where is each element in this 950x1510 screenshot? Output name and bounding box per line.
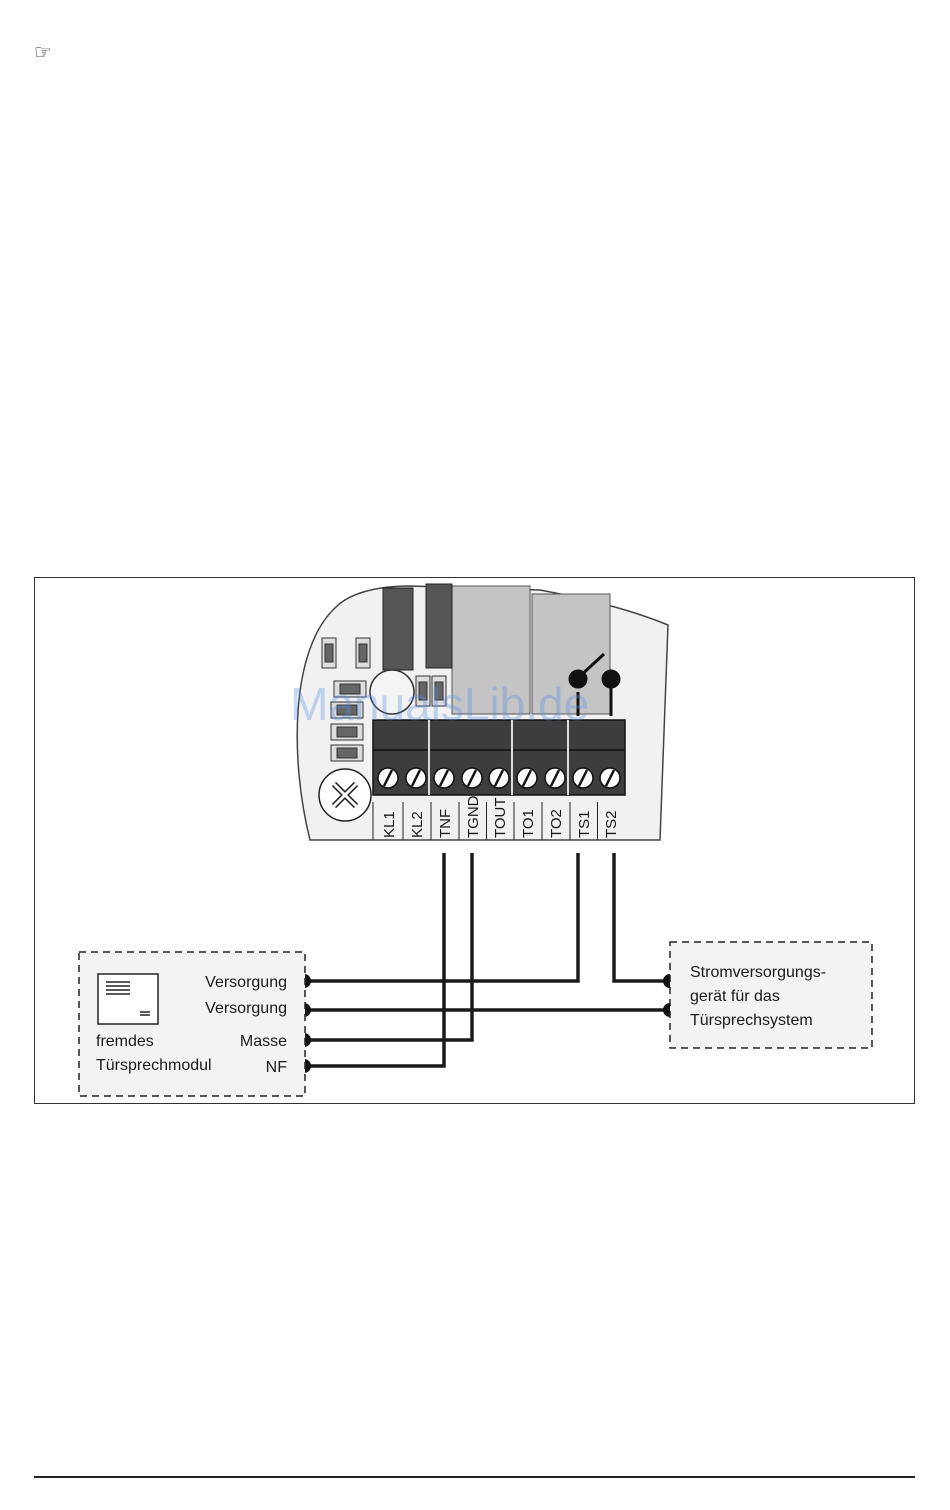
adjust-screw-icon [319,769,371,821]
label-masse: Masse [240,1033,287,1050]
terminal-screw-to2 [545,768,565,788]
capacitor-2 [426,584,452,668]
terminal-screws [378,768,620,788]
terminal-label-tout: TOUT [492,797,509,838]
terminal-label-to2: TO2 [548,809,565,838]
wire-tnf-nf [304,853,444,1066]
terminal-label-to1: TO1 [520,809,537,838]
terminal-screw-ts1 [573,768,593,788]
terminal-label-ts1: TS1 [576,810,593,838]
label-versorgung-1: Versorgung [205,974,287,991]
terminal-screw-tgnd [462,768,482,788]
terminal-screw-tnf [434,768,454,788]
terminal-screw-ts2 [600,768,620,788]
wire-ts1-versorgung [304,853,578,981]
left-box-title-1: fremdes [96,1033,154,1050]
terminal-screw-to1 [517,768,537,788]
right-box-line-3: Türsprechsystem [690,1012,813,1029]
wire-endpoints [297,974,677,1073]
terminal-label-kl2: KL2 [409,811,426,838]
terminal-label-tgnd: TGND [465,795,482,838]
right-box-line-1: Stromversorgungs- [690,964,826,981]
terminal-screw-kl2 [406,768,426,788]
wire-tgnd-masse [304,853,472,1040]
terminal-screw-kl1 [378,768,398,788]
left-box-title-2: Türsprechmodul [96,1057,212,1074]
wire-ts2-stromversorgung [614,853,670,981]
label-nf: NF [266,1059,288,1076]
label-versorgung-2: Versorgung [205,1000,287,1017]
terminal-label-tnf: TNF [437,809,454,838]
watermark: ManualsLib.de [290,678,589,730]
terminal-screw-tout [489,768,509,788]
terminal-label-kl1: KL1 [381,811,398,838]
wires [304,853,670,1066]
door-module-icon [98,974,158,1024]
terminal-label-ts2: TS2 [603,810,620,838]
capacitor-1 [383,588,413,670]
right-box-line-2: gerät für das [690,988,780,1005]
footer-rule [34,1476,915,1478]
